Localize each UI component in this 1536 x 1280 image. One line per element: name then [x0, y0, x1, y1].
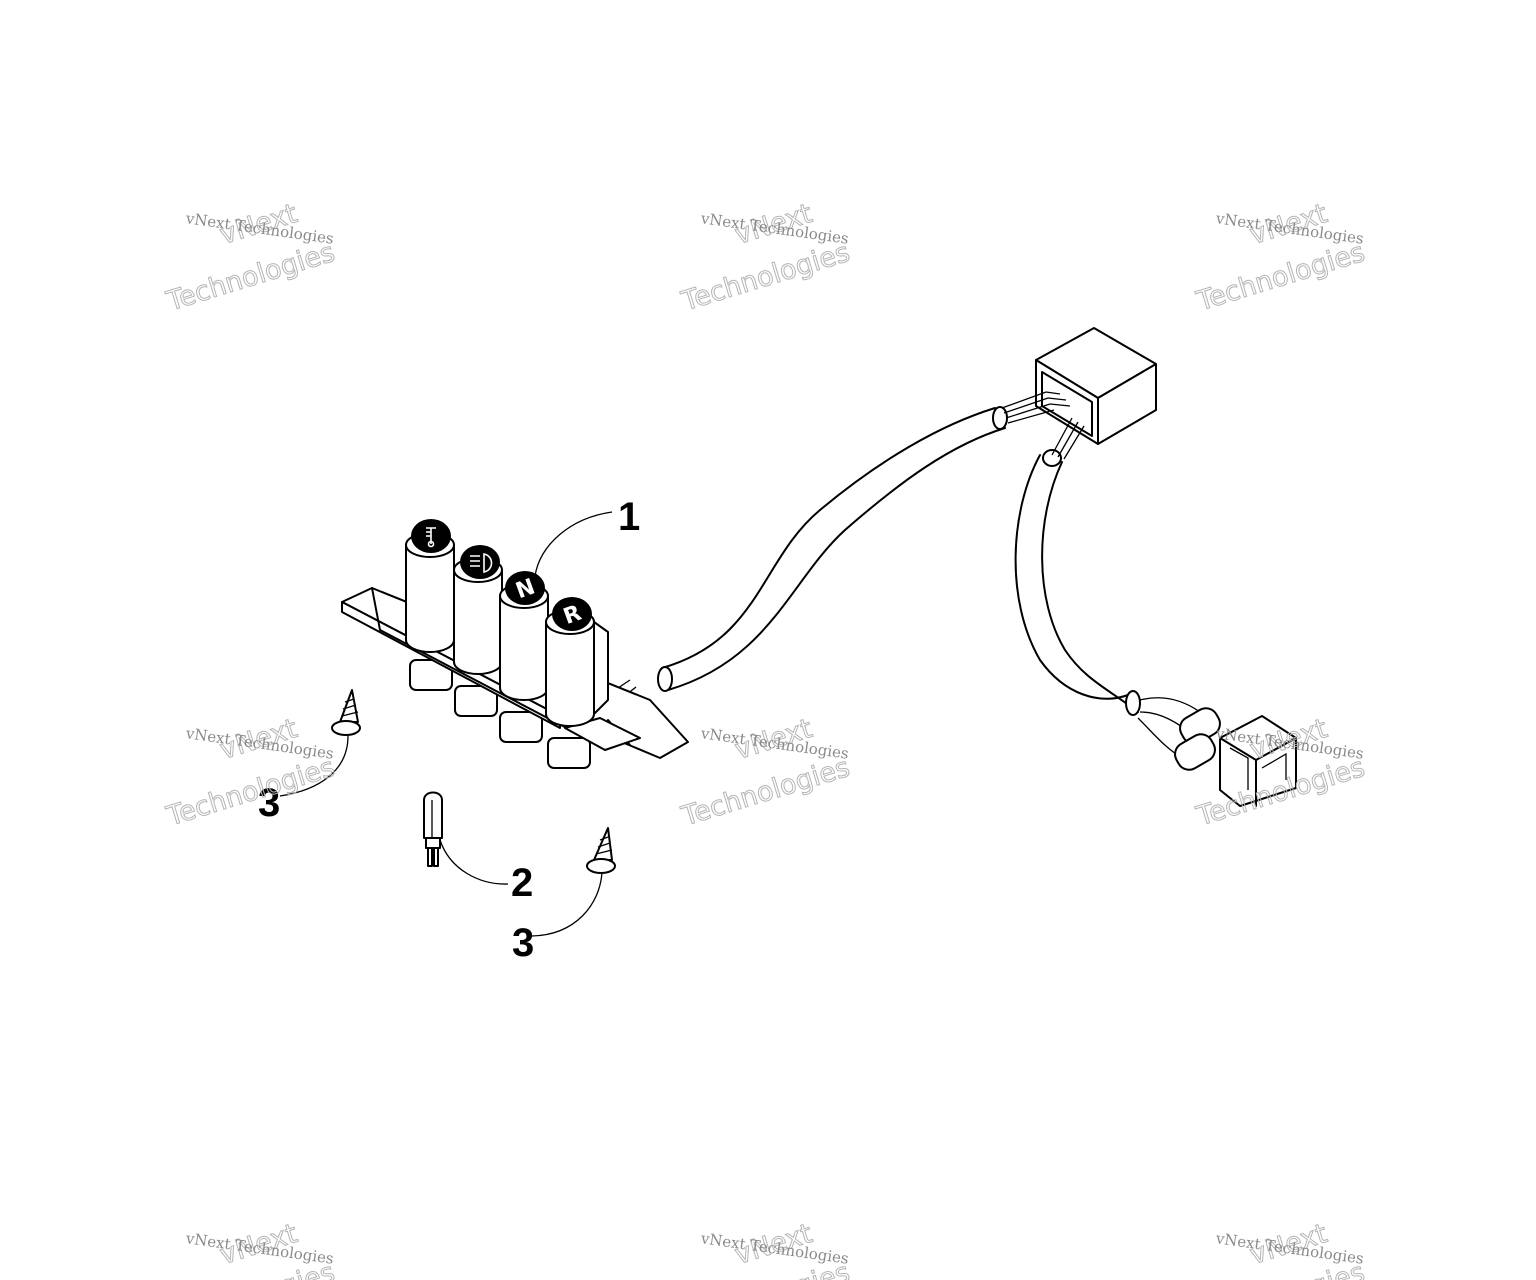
callout-3-left: 3: [258, 781, 280, 825]
watermark-technologies: Technologies: [678, 237, 854, 318]
wire-harness: [614, 406, 1141, 716]
screw-left: [331, 689, 361, 736]
callout-3-right: 3: [512, 921, 534, 965]
indicator-cylinder-3: N: [499, 571, 549, 701]
callout-1: 1: [618, 495, 640, 539]
screw-right: [586, 827, 616, 874]
leader-3a: [279, 735, 349, 797]
bulb-sockets: [409, 659, 591, 769]
leader-lines: [279, 511, 613, 937]
indicator-light-housing: N R: [341, 519, 689, 769]
watermark-technologies: Technologies: [1193, 237, 1369, 318]
leader-1: [534, 511, 613, 577]
watermark-technologies: Technologies: [163, 752, 339, 833]
leader-3b: [531, 871, 603, 937]
temperature-icon: [426, 527, 436, 548]
headlight-icon: [470, 553, 493, 573]
callout-2: 2: [511, 861, 533, 905]
lower-connector: [1137, 697, 1297, 807]
indicator-cylinder-2: [453, 545, 503, 675]
leader-2: [439, 839, 509, 885]
wedge-bulb: [423, 791, 443, 867]
watermark-technologies: Technologies: [678, 752, 854, 833]
watermark-technologies: Technologies: [163, 237, 339, 318]
indicator-cylinder-4: R: [545, 597, 595, 727]
indicator-cylinder-1: [405, 519, 455, 653]
upper-connector: [1001, 327, 1157, 460]
